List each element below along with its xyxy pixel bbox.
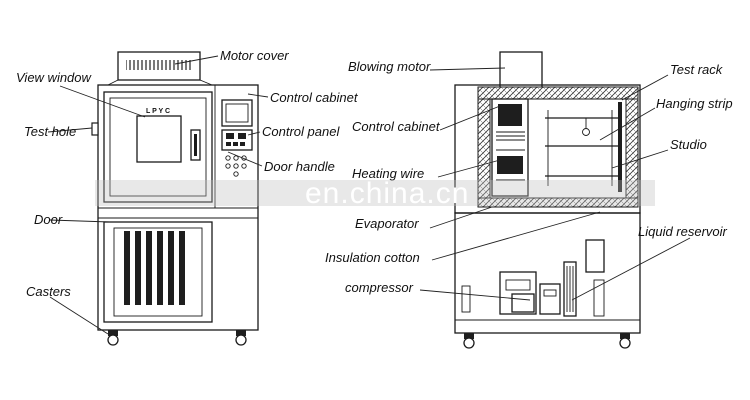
left-labels: Motor cover View window Control cabinet … (16, 48, 359, 299)
insulation-walls (477, 86, 639, 208)
label-control-cabinet-inner: Control cabinet (352, 119, 441, 134)
label-heating-wire: Heating wire (352, 166, 424, 181)
motor-cover (107, 51, 213, 86)
label-door: Door (34, 212, 63, 227)
label-test-rack: Test rack (670, 62, 724, 77)
label-blowing-motor: Blowing motor (348, 59, 431, 74)
liquid-reservoir (563, 239, 605, 317)
control-cabinet (221, 99, 253, 177)
test-hole (91, 122, 99, 136)
label-studio: Studio (670, 137, 707, 152)
label-control-panel: Control panel (262, 124, 340, 139)
compressor (499, 271, 561, 315)
label-hanging-strip: Hanging strip (656, 96, 733, 111)
label-compressor: compressor (345, 280, 414, 295)
cutaway-view (454, 51, 641, 349)
label-view-window: View window (16, 70, 93, 85)
left-leader-lines (47, 55, 269, 335)
label-evaporator: Evaporator (355, 216, 419, 231)
view-window: L P Y C (103, 91, 213, 203)
cutaway-casters (463, 333, 631, 349)
right-leader-lines (419, 67, 691, 301)
label-test-hole: Test hole (24, 124, 76, 139)
casters (107, 330, 247, 346)
label-motor-cover: Motor cover (220, 48, 289, 63)
label-casters: Casters (26, 284, 71, 299)
watermark-text: en.china.cn (305, 177, 469, 210)
right-labels: Blowing motor Test rack Hanging strip Co… (325, 59, 733, 295)
hanging-strip (618, 102, 622, 192)
blowing-motor (499, 51, 543, 89)
lower-door (103, 221, 213, 323)
door-handle (190, 129, 201, 161)
label-liquid-reservoir: Liquid reservoir (638, 224, 728, 239)
test-rack (545, 110, 618, 186)
chamber-body (97, 84, 259, 331)
window-marking: L P Y C (146, 108, 170, 115)
label-door-handle: Door handle (264, 159, 335, 174)
inner-control-cabinet (491, 98, 529, 197)
label-control-cabinet: Control cabinet (270, 90, 359, 105)
lower-cabinet (454, 212, 641, 334)
label-insulation-cotton: Insulation cotton (325, 250, 420, 265)
watermark: en.china.cn (95, 177, 655, 210)
